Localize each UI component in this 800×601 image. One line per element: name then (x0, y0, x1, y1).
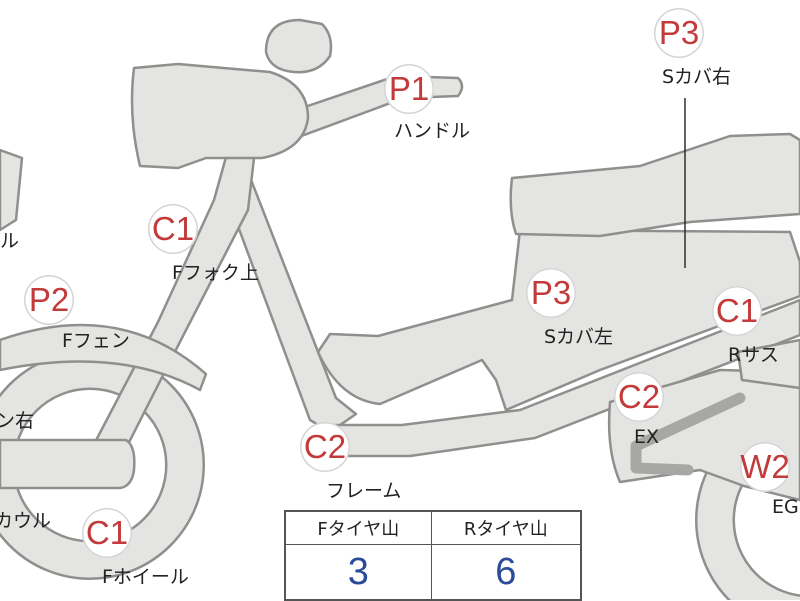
front-wheel (0, 350, 205, 580)
callout-label: ハンドル (394, 120, 471, 142)
headlight (130, 62, 310, 170)
front-panel (0, 148, 24, 232)
rear-wheel (695, 405, 800, 600)
frame-main (324, 298, 800, 458)
callout-label: Fフォク上 (172, 262, 259, 284)
callout-code: P3 (654, 8, 704, 58)
callout-code: P1 (384, 64, 434, 114)
side-cover (316, 228, 800, 412)
cropped-label: カウル (0, 510, 52, 532)
seat (509, 132, 800, 238)
cropped-label: ル (0, 230, 20, 252)
exhaust-pipe (630, 392, 746, 476)
callout-code: C2 (614, 372, 664, 422)
callout-code: C1 (712, 286, 762, 336)
front-tire-value: 3 (284, 544, 432, 601)
rear-suspension (736, 338, 800, 390)
rear-tire-value: 6 (430, 544, 582, 601)
callout-label: Sカバ右 (662, 66, 732, 88)
front-tire-header: Fタイヤ山 (284, 510, 432, 545)
callout-label: EX (634, 426, 660, 448)
callout-code: C1 (82, 508, 132, 558)
callout-code: W2 (740, 442, 790, 492)
callout-label: Rサス (728, 344, 779, 366)
cropped-label: ン右 (0, 410, 35, 432)
callout-code: P2 (24, 275, 74, 325)
callout-code: C2 (300, 422, 350, 472)
front-fender (0, 323, 208, 392)
callout-code: P3 (526, 268, 576, 318)
callout-label: Fホイール (102, 566, 189, 588)
front-cowl (0, 438, 136, 490)
mirror (264, 18, 333, 74)
callout-label: EG (772, 496, 799, 518)
callout-label: フレーム (326, 480, 402, 502)
rear-tire-header: Rタイヤ山 (430, 510, 582, 545)
tire-tread-table: Fタイヤ山 Rタイヤ山 3 6 (284, 510, 582, 601)
callout-label: Fフェン (62, 330, 130, 352)
callout-label: Sカバ左 (544, 326, 614, 348)
callout-code: C1 (148, 204, 198, 254)
